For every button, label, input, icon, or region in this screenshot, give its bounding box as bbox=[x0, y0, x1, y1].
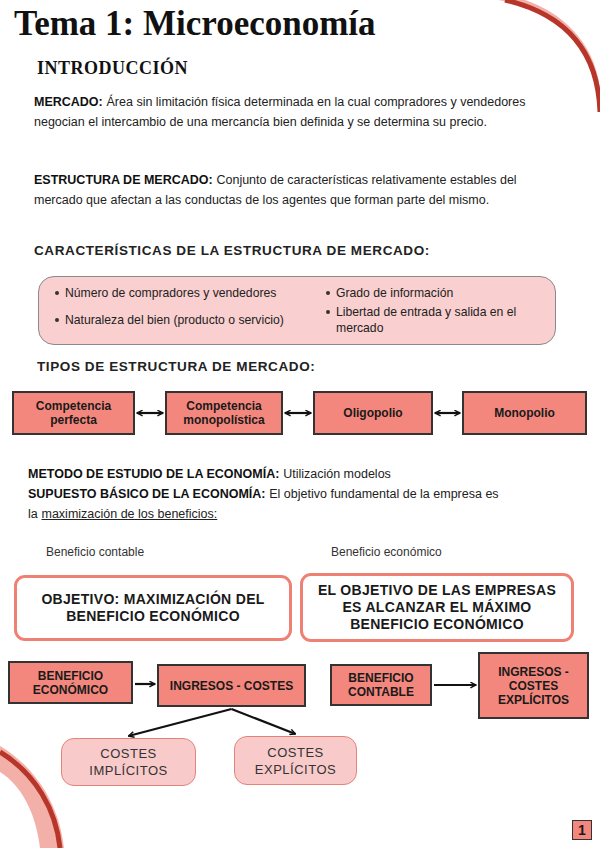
text-paragraph: Beneficio económico bbox=[331, 542, 551, 562]
text-label: TIPOS DE ESTRUCTURA DE MERCADO: bbox=[37, 359, 315, 374]
text-label: CARACTERÍSTICAS DE LA ESTRUCTURA DE MERC… bbox=[34, 243, 430, 258]
connector-arrow bbox=[137, 412, 163, 414]
market-type-box: Competencia monopolística bbox=[165, 391, 283, 435]
text-paragraph: CARACTERÍSTICAS DE LA ESTRUCTURA DE MERC… bbox=[34, 241, 579, 261]
connector-arrow bbox=[232, 709, 296, 734]
text-label: Beneficio contable bbox=[46, 545, 144, 559]
text-paragraph: Beneficio contable bbox=[46, 542, 266, 562]
node-text: OBJETIVO: MAXIMIZACIÓN DEL BENEFICIO ECO… bbox=[27, 591, 279, 625]
text-paragraph: METODO DE ESTUDIO DE LA ECONOMÍA: Utiliza… bbox=[28, 464, 588, 484]
page-title: Tema 1: Microeconomía bbox=[14, 2, 376, 46]
term-label: METODO DE ESTUDIO DE LA ECONOMÍA: bbox=[28, 467, 279, 481]
text-paragraph: TIPOS DE ESTRUCTURA DE MERCADO: bbox=[37, 357, 582, 377]
node-text: Monopolio bbox=[494, 406, 555, 420]
text-label: Beneficio económico bbox=[331, 545, 442, 559]
text-paragraph: SUPUESTO BÁSICO DE LA ECONOMÍA:El objeti… bbox=[28, 484, 563, 524]
node-text: BENEFICIO ECONÓMICO bbox=[15, 669, 126, 697]
feature-list-box: Número de compradores y vendedoresNatura… bbox=[38, 276, 556, 345]
market-type-box: Monopolio bbox=[462, 391, 587, 435]
formula-box: INGRESOS - COSTES EXPLÍCITOS bbox=[478, 652, 589, 719]
node-text: 1 bbox=[578, 822, 586, 838]
node-text: EL OBJETIVO DE LAS EMPRESAS ES ALCANZAR … bbox=[313, 582, 561, 633]
objective-box: OBJETIVO: MAXIMIZACIÓN DEL BENEFICIO ECO… bbox=[14, 575, 292, 641]
node-text: BENEFICIO CONTABLE bbox=[337, 671, 425, 699]
text-label: INTRODUCCIÓN bbox=[37, 58, 188, 78]
connector-arrow bbox=[285, 412, 311, 414]
concept-box: BENEFICIO CONTABLE bbox=[330, 664, 432, 706]
corner-curve bbox=[0, 752, 60, 848]
objective-box: EL OBJETIVO DE LAS EMPRESAS ES ALCANZAR … bbox=[300, 573, 574, 642]
text-paragraph: ESTRUCTURA DE MERCADO:Conjunto de caract… bbox=[34, 170, 564, 210]
node-text: Grado de información bbox=[324, 285, 541, 301]
term-label: SUPUESTO BÁSICO DE LA ECONOMÍA: bbox=[28, 487, 266, 501]
node-text: Número de compradores y vendedores bbox=[53, 285, 318, 301]
concept-box: BENEFICIO ECONÓMICO bbox=[8, 661, 133, 704]
connector-arrow bbox=[434, 684, 476, 686]
market-type-box: Oligopolio bbox=[313, 391, 433, 435]
term-label: MERCADO: bbox=[34, 95, 103, 109]
formula-box: INGRESOS - COSTES bbox=[157, 664, 306, 707]
node-text: Competencia perfecta bbox=[19, 399, 128, 427]
connector-arrow bbox=[135, 683, 155, 685]
text-label: Área sin limitación física determinada e… bbox=[34, 95, 525, 129]
cost-box: COSTES EXPLÍCITOS bbox=[234, 736, 357, 785]
market-type-box: Competencia perfecta bbox=[12, 391, 135, 435]
term-label: ESTRUCTURA DE MERCADO: bbox=[34, 173, 213, 187]
node-text: COSTES EXPLÍCITOS bbox=[245, 744, 346, 778]
node-text: INGRESOS - COSTES bbox=[170, 679, 293, 693]
text-paragraph: INTRODUCCIÓN bbox=[37, 56, 457, 80]
cost-box: COSTES IMPLÍCITOS bbox=[61, 738, 196, 786]
node-text: COSTES IMPLÍCITOS bbox=[72, 745, 185, 779]
corner-ribbon bbox=[0, 746, 64, 848]
text-label: maximización de los beneficios: bbox=[41, 507, 217, 521]
node-text: INGRESOS - COSTES EXPLÍCITOS bbox=[485, 665, 582, 707]
node-text: Oligopolio bbox=[343, 406, 402, 420]
text-label: Utilización modelos bbox=[283, 467, 391, 481]
node-text: Naturaleza del bien (producto o servicio… bbox=[53, 312, 318, 328]
connector-arrow bbox=[435, 412, 460, 414]
text-paragraph: MERCADO:Área sin limitación física deter… bbox=[34, 92, 564, 132]
node-text: Competencia monopolística bbox=[172, 399, 276, 427]
node-text: Libertad de entrada y salida en el merca… bbox=[324, 304, 541, 336]
page-number-box: 1 bbox=[572, 820, 592, 840]
connector-arrow bbox=[129, 709, 232, 736]
